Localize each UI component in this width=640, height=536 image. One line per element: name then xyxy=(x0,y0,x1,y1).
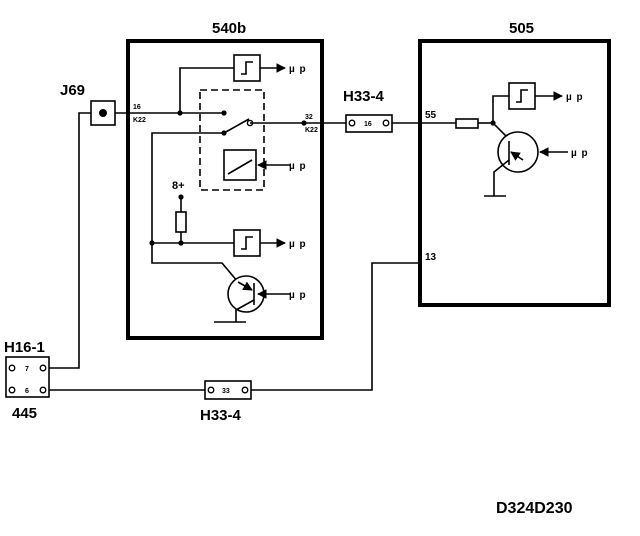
relay-dashed-box xyxy=(199,89,265,191)
pin-k22-right-label: K22 xyxy=(305,127,318,134)
relay-contact-top xyxy=(221,110,227,116)
connector-h33-4-top-label: H33-4 xyxy=(343,88,385,105)
power-8plus-label: 8+ xyxy=(172,180,185,192)
connector-pin-left xyxy=(207,386,215,394)
wire-to-505-comparator xyxy=(492,95,509,123)
connector-h33-bottom-pin: 33 xyxy=(222,388,230,395)
drawing-id: D324D230 xyxy=(496,500,573,517)
connector-h33-top-pin: 16 xyxy=(364,121,372,128)
resistor-505 xyxy=(455,118,479,129)
connector-pin xyxy=(8,386,16,394)
mu-p-label: µ p xyxy=(289,239,307,250)
module-540b-label: 540b xyxy=(212,20,246,37)
connector-pin-right xyxy=(382,119,390,127)
relay-switch-arm xyxy=(223,118,250,134)
pin-55-label: 55 xyxy=(425,110,437,121)
relay-coil-diagonal xyxy=(227,159,253,175)
connector-pin xyxy=(39,386,47,394)
connector-pin xyxy=(8,364,16,372)
pin-16-label: 16 xyxy=(133,104,141,111)
mu-p-label: µ p xyxy=(289,290,307,301)
connector-h33-4-bottom-label: H33-4 xyxy=(200,407,242,424)
comparator-top xyxy=(233,54,261,82)
schmitt-icon xyxy=(516,89,528,103)
h16-pin-7: 7 xyxy=(25,366,29,373)
pin-13-label: 13 xyxy=(425,252,437,263)
transistor-emitter xyxy=(493,159,510,196)
pin-32-label: 32 xyxy=(305,114,313,121)
wire-relay-lower xyxy=(151,132,239,283)
connector-j69-label: J69 xyxy=(60,82,85,99)
mu-p-label: µ p xyxy=(289,161,307,172)
resistor-pullup xyxy=(175,211,187,233)
comparator-bottom xyxy=(233,229,261,257)
wire-h16-to-j69 xyxy=(49,112,91,369)
h16-pin-6: 6 xyxy=(25,388,29,395)
pin32-node xyxy=(301,120,307,126)
module-505-box xyxy=(418,39,611,307)
connector-j69-pin xyxy=(99,109,107,117)
schmitt-icon xyxy=(241,236,253,250)
schmitt-icon xyxy=(241,61,253,75)
transistor-emitter xyxy=(235,299,255,322)
mu-p-label: µ p xyxy=(571,148,589,159)
mu-p-label: µ p xyxy=(566,92,584,103)
module-505-label: 505 xyxy=(509,20,534,37)
label-445: 445 xyxy=(12,405,37,422)
wire-h33-bottom-to-505 xyxy=(251,262,420,391)
transistor-collector-arrow xyxy=(510,151,524,161)
relay-coil xyxy=(223,149,257,181)
connector-h16-1-label: H16-1 xyxy=(4,339,45,356)
comparator-505 xyxy=(508,82,536,110)
connector-pin xyxy=(39,364,47,372)
mu-p-label: µ p xyxy=(289,64,307,75)
module-540b-box xyxy=(126,39,324,340)
transistor-collector-arrow xyxy=(237,281,253,291)
transistor-505 xyxy=(497,131,539,173)
wire-to-top-comparator xyxy=(179,67,234,113)
connector-pin-right xyxy=(241,386,249,394)
pin-k22-left-label: K22 xyxy=(133,117,146,124)
connector-pin-left xyxy=(348,119,356,127)
